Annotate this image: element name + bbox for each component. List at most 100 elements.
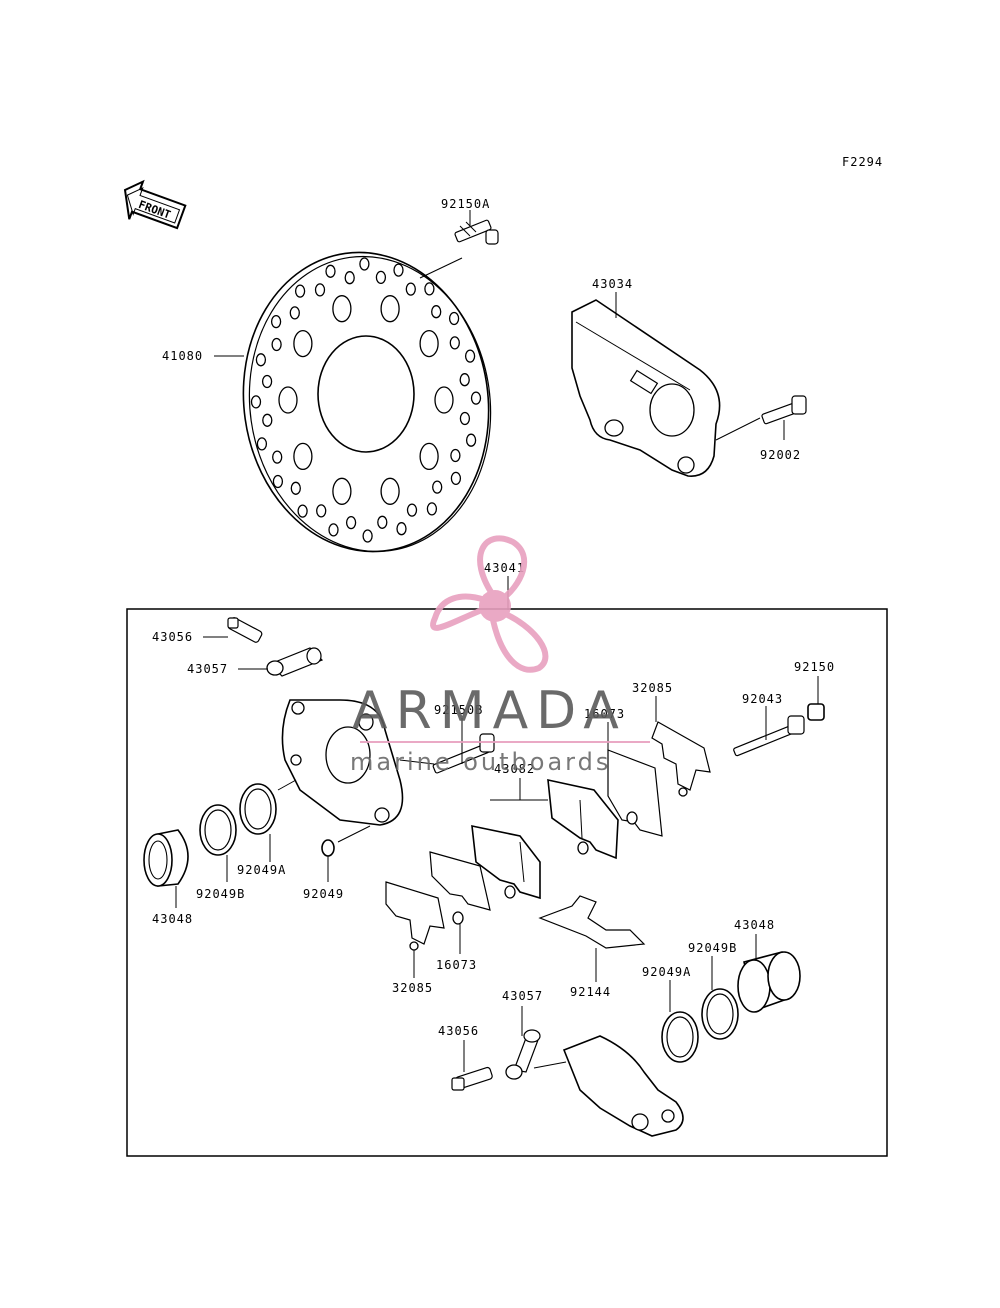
caliper-body-right [562,1035,684,1137]
bleeder-valve-43056-bottom [451,1066,493,1091]
disc-hole [332,477,352,505]
disc-hole [377,515,388,529]
disc-hole [261,374,273,389]
plug-92150 [807,703,825,721]
disc-hole [393,263,404,277]
disc-hole [434,386,454,414]
label-43057-bottom: 43057 [502,989,543,1003]
disc-hole [424,282,435,296]
label-43056-bottom: 43056 [438,1024,479,1038]
brake-pad-43082-right [547,778,619,860]
shim-16073-top [607,749,663,837]
label-92043: 92043 [742,692,783,706]
disc-hole [450,448,461,463]
disc-hole [314,283,326,297]
disc-hole [470,391,482,405]
disc-hole [325,264,336,278]
label-92049A-right: 92049A [642,965,691,979]
disc-hole [344,271,355,285]
label-92049A-left: 92049A [237,863,286,877]
seal-92049B-right [701,988,739,1040]
disc-hole [250,395,262,409]
bolt-92150B [432,733,495,774]
label-43056-top: 43056 [152,630,193,644]
spring-92144 [538,895,646,949]
bleeder-cap-43057-bottom [505,1029,541,1080]
watermark-brand: ARMADA [352,681,627,741]
disc-hole [297,504,308,518]
disc-hole [290,481,301,495]
bolt-92150A [454,219,499,245]
disc-hole [431,305,442,319]
disc-hole [380,477,400,505]
disc-hole [255,353,267,367]
caliper-body-left [281,699,404,826]
disc-hole [464,349,476,363]
disc-hole [316,504,327,518]
label-92002: 92002 [760,448,801,462]
label-32085-top: 32085 [632,681,673,695]
label-92049B-left: 92049B [196,887,245,901]
disc-hole [256,437,268,451]
bleeder-valve-43056-top [227,617,263,643]
disc-hole [380,295,400,323]
propeller-logo-icon [430,535,549,673]
label-43034: 43034 [592,277,633,291]
disc-hole [271,337,282,352]
disc-hole [359,257,370,271]
disc-hole [459,411,471,426]
label-16073-bottom: 16073 [436,958,477,972]
seal-92049B-left [199,804,237,856]
disc-hole [289,306,300,320]
disc-hole [375,270,387,285]
shim-16073-bottom [429,851,491,925]
disc-hole [459,373,470,387]
disc-hole [419,329,439,358]
disc-hole [278,386,298,414]
label-92049B-right: 92049B [688,941,737,955]
disc-hole [449,336,460,350]
disc-hole [406,503,418,517]
brake-disc-41080 [242,251,492,553]
disc-hole [405,282,416,296]
label-16073-top: 16073 [584,707,625,721]
armada-watermark: ARMADA marine outboards [350,535,650,776]
disc-hole [362,529,373,543]
disc-hole [328,523,339,537]
label-43057-top: 43057 [187,662,228,676]
disc-hole [448,311,460,326]
part-labels: 92150A 43034 41080 92002 43041 43056 430… [152,197,834,1038]
label-43048-left: 43048 [152,912,193,926]
watermark-tagline: marine outboards [350,748,611,776]
label-41080: 41080 [162,349,203,363]
disc-hole [262,413,273,427]
piston-43048-right [737,951,801,1013]
washer-92049 [321,839,335,857]
disc-holes [250,257,482,543]
label-43082: 43082 [494,762,535,776]
disc-hole [294,284,306,298]
label-32085-bottom: 32085 [392,981,433,995]
seal-92049A-right [661,1011,699,1063]
brake-pad-43082-left [471,824,541,900]
pin-92043 [733,715,805,757]
disc-hole [465,433,477,447]
disc-hole [450,471,462,486]
shim-32085-bottom [385,881,445,951]
label-92049: 92049 [303,887,344,901]
disc-hole [345,515,357,530]
disc-hole [419,442,439,471]
disc-hole [432,480,443,494]
disc-hole [332,295,352,323]
front-arrow-icon: FRONT [123,179,187,230]
shim-32085-top [651,721,711,797]
piston-43048-left [143,829,189,887]
disc-hole [426,502,438,516]
bleeder-cap-43057-top [266,647,324,677]
label-43048-right: 43048 [734,918,775,932]
label-92144: 92144 [570,985,611,999]
disc-hole [272,450,283,464]
figure-code: F2294 [842,155,883,169]
label-43041: 43041 [484,561,525,575]
